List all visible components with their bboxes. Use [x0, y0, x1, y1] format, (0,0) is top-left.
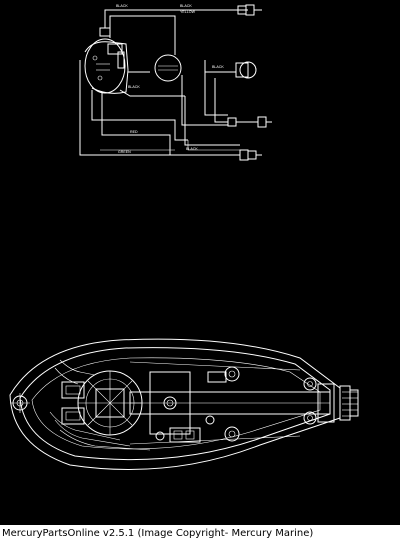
wire-label-black-5: BLACK [186, 147, 198, 151]
ring-terminal [235, 61, 257, 79]
switch-assembly [155, 415, 215, 443]
terminal-connector-mid-1 [227, 117, 244, 127]
wiring-diagram-canvas: BLACK BLACK BLACK BLACK BLACK RED YELLOW… [0, 0, 400, 525]
wire-label-red: RED [130, 130, 138, 134]
wire-label-yellow: YELLOW [180, 10, 196, 14]
motor-switch-body [84, 27, 129, 94]
wire-label-black-2: BLACK [180, 4, 192, 8]
mounting-boss-lower-1 [224, 426, 240, 442]
terminal-connector-mid-2 [244, 116, 272, 128]
mounting-boss-upper-1 [224, 366, 240, 382]
motor-housing-top-view [9, 338, 359, 470]
wire-label-black-3: BLACK [212, 65, 224, 69]
image-caption: MercuryPartsOnline v2.5.1 (Image Copyrig… [0, 525, 400, 542]
wire-label-black-1: BLACK [116, 4, 128, 8]
mounting-boss-left [10, 393, 30, 413]
wiring-harness-diagram: BLACK BLACK BLACK BLACK BLACK RED YELLOW… [79, 4, 272, 161]
wiring-bundle [49, 359, 151, 451]
terminal-connector-bottom [239, 149, 262, 161]
wire-label-green: GREEN [118, 150, 131, 154]
mounting-boss-upper-2 [303, 377, 317, 391]
mounting-boss-lower-2 [303, 411, 317, 425]
speed-coil [154, 54, 182, 82]
wire-label-black-4: BLACK [128, 85, 140, 89]
terminal-connector-top [237, 4, 262, 16]
motor-armature [77, 370, 143, 436]
